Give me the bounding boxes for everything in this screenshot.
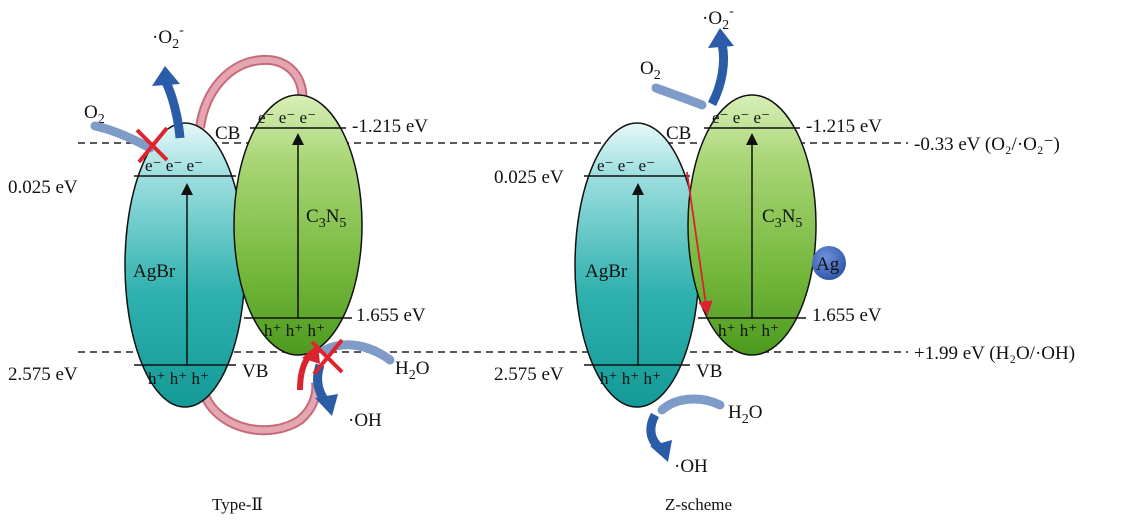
type2-agbr-vb-energy: 2.575 eV [8, 364, 78, 385]
reference-label-o2: -0.33 eV (O₂/·O₂⁻) [914, 134, 1060, 155]
zscheme-agbr-electrons: e⁻ e⁻ e⁻ [597, 156, 655, 175]
type2-superoxide-label: ·O2- [152, 23, 184, 52]
zscheme-superoxide-arrow [707, 43, 729, 107]
type2-vb-label: VB [242, 361, 268, 382]
zscheme-recombination-arrow [686, 171, 713, 316]
zscheme-c3n5-vb-energy: 1.655 eV [812, 305, 882, 326]
zscheme-agbr-label: AgBr [585, 261, 628, 282]
zscheme-vb-label: VB [696, 361, 722, 382]
zscheme-superoxide-label: ·O2- [702, 4, 734, 33]
zscheme-o2-reduction-arrow [651, 83, 707, 110]
type2-c3n5-vb-energy: 1.655 eV [356, 305, 426, 326]
zscheme-c3n5-cb-energy: -1.215 eV [806, 116, 882, 137]
type2-c3n5-electrons: e⁻ e⁻ e⁻ [258, 108, 316, 127]
red-cross-icon [310, 338, 344, 376]
type2-c3n5-label: C3N5 [306, 206, 346, 231]
zscheme-c3n5-holes: h⁺ h⁺ h⁺ [718, 321, 779, 340]
zscheme-agbr-cb-energy: 0.025 eV [494, 167, 564, 188]
zscheme-h2o-oxidation-arrow [657, 394, 725, 415]
type2-agbr-cb-energy: 0.025 eV [8, 177, 78, 198]
zscheme-h2o-label: H2O [728, 402, 762, 427]
type2-agbr-label: AgBr [133, 261, 176, 282]
type2-o2-reduction-arrow [90, 121, 155, 153]
type2-c3n5-holes: h⁺ h⁺ h⁺ [264, 321, 325, 340]
zscheme-c3n5-label: C3N5 [762, 206, 802, 231]
zscheme-caption: Z-scheme [665, 495, 732, 514]
type2-h2o-oxidation-arrow [320, 340, 395, 365]
zscheme-agbr-holes: h⁺ h⁺ h⁺ [600, 369, 661, 388]
type2-hydroxyl-label: ·OH [348, 410, 382, 431]
type2-superoxide-arrow [161, 80, 185, 139]
red-cross-icon [135, 126, 169, 164]
zscheme-panel: e⁻ e⁻ e⁻ h⁺ h⁺ h⁺ AgBr e⁻ e⁻ e⁻ h⁺ h⁺ h⁺… [494, 4, 882, 514]
type2-agbr-holes: h⁺ h⁺ h⁺ [148, 369, 209, 388]
zscheme-hydroxyl-arrow [646, 412, 664, 452]
type2-h2o-label: H2O [395, 358, 429, 383]
zscheme-agbr-vb-energy: 2.575 eV [494, 364, 564, 385]
type2-caption: Type-Ⅱ [212, 495, 263, 514]
zscheme-hydroxyl-label: ·OH [674, 456, 708, 477]
silver-particle-icon [812, 246, 846, 280]
type2-o2-label: O2 [84, 102, 105, 127]
reference-label-h2o: +1.99 eV (H₂O/·OH) [914, 343, 1075, 364]
zscheme-ag-label: Ag [816, 254, 840, 275]
zscheme-o2-label: O2 [640, 58, 661, 83]
type2-panel: e⁻ e⁻ e⁻ h⁺ h⁺ h⁺ AgBr e⁻ e⁻ e⁻ h⁺ h⁺ h⁺… [8, 23, 429, 514]
type2-agbr-electrons: e⁻ e⁻ e⁻ [145, 156, 203, 175]
type2-c3n5-cb-energy: -1.215 eV [352, 116, 428, 137]
zscheme-c3n5-electrons: e⁻ e⁻ e⁻ [712, 108, 770, 127]
type2-cb-label: CB [215, 123, 240, 144]
zscheme-cb-label: CB [666, 123, 691, 144]
